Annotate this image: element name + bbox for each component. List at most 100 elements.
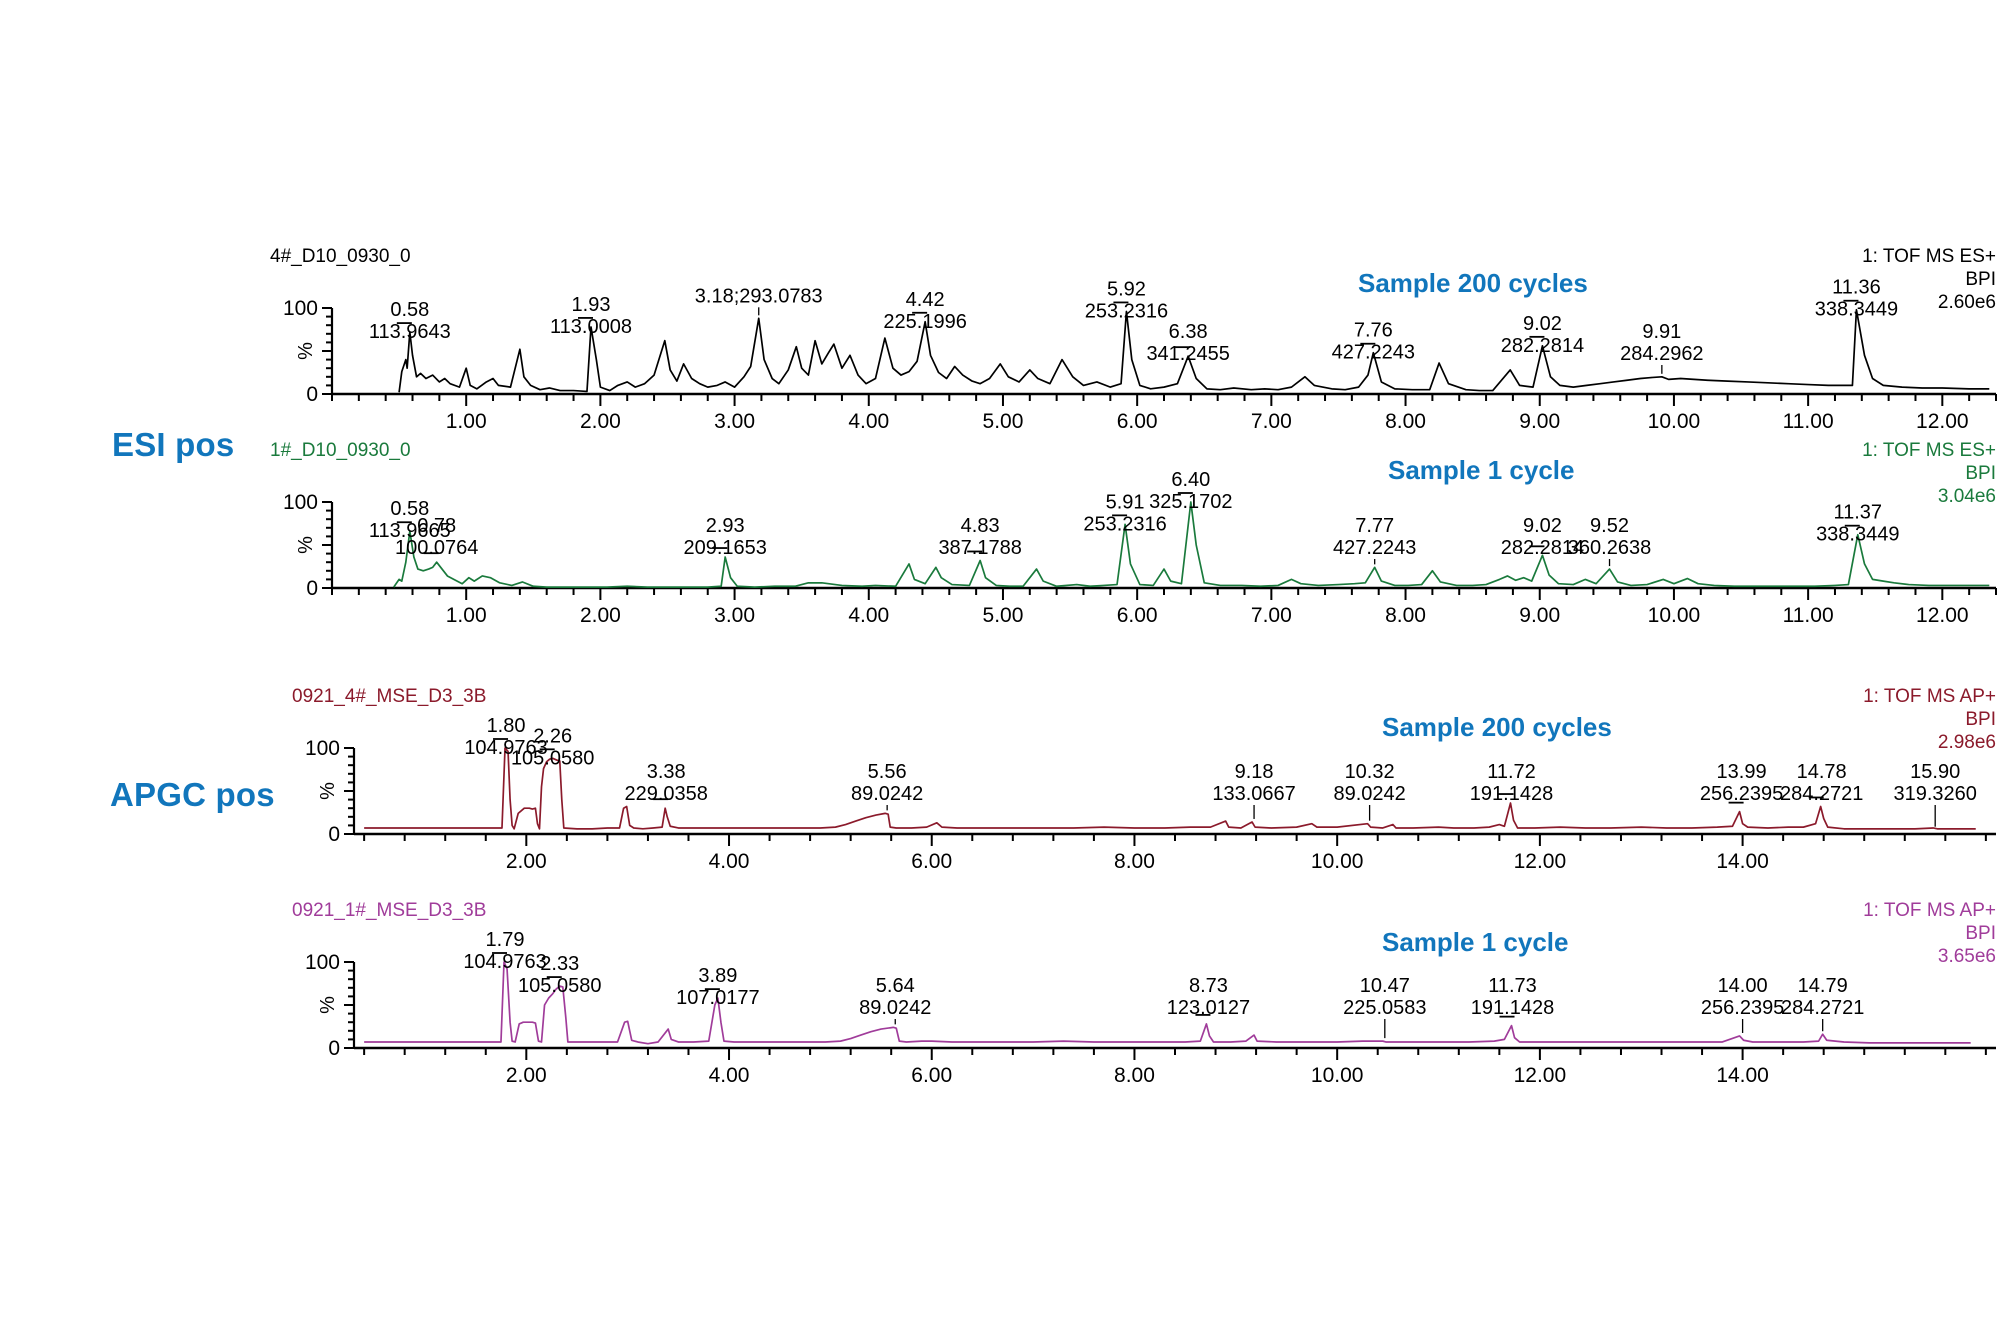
peak-mz-value: 113.9665	[369, 520, 451, 542]
peak-mz-value: 253.2316	[1083, 513, 1166, 535]
chromatogram-trace	[364, 747, 1976, 830]
peak-annotation: 3.18;293.0783	[695, 285, 823, 316]
peak-mz-value: 256.2395	[1701, 997, 1784, 1019]
peak-retention-time: 4.83	[961, 515, 1000, 537]
dataset-title: 0921_4#_MSE_D3_3B	[292, 686, 486, 707]
peak-mz-value: 284.2721	[1780, 783, 1863, 805]
x-tick-label: 3.00	[714, 410, 755, 433]
peak-mz-value: 225.0583	[1343, 997, 1426, 1019]
peak-mz-value: 105.0580	[511, 747, 594, 769]
x-tick-label: 1.00	[446, 604, 487, 627]
y-axis-label: %	[295, 342, 317, 360]
peak-mz-value: 325.1702	[1149, 491, 1232, 513]
peak-mz-value: 89.0242	[851, 783, 923, 805]
x-tick-label: 8.00	[1114, 850, 1155, 873]
dataset-title: 4#_D10_0930_0	[270, 246, 411, 267]
peak-retention-time: 8.73	[1189, 975, 1228, 997]
peak-mz-value: 113.0008	[550, 316, 632, 338]
peak-mz-value: 104.9763	[463, 951, 546, 973]
peak-mz-value: 253.2316	[1085, 300, 1168, 322]
peak-retention-time: 5.64	[876, 975, 915, 997]
x-tick-label: 12.00	[1514, 850, 1567, 873]
y-axis-label: %	[317, 996, 339, 1014]
x-tick-label: 5.00	[983, 604, 1024, 627]
peak-retention-time: 11.73	[1488, 975, 1537, 997]
sample-tag-esi-200cycles: Sample 200 cycles	[1358, 268, 1588, 298]
peak-mz-value: 256.2395	[1700, 783, 1783, 805]
x-tick-label: 14.00	[1716, 850, 1769, 873]
peak-mz-value: 341.2455	[1146, 343, 1229, 365]
y-tick-label: 0	[306, 383, 318, 406]
peak-mz-value: 191.1428	[1471, 997, 1554, 1019]
peak-retention-time: 4.42	[906, 289, 945, 311]
peak-retention-time: 6.40	[1171, 469, 1210, 491]
x-tick-label: 6.00	[1117, 604, 1158, 627]
ionization-mode-label-esi: ESI pos	[112, 426, 235, 463]
acquisition-info-line: 2.60e6	[1938, 292, 1996, 313]
acquisition-info-line: BPI	[1965, 923, 1996, 944]
x-tick-label: 2.00	[506, 1064, 547, 1087]
acquisition-info-line: BPI	[1965, 463, 1996, 484]
acquisition-info-line: 1: TOF MS ES+	[1862, 440, 1996, 461]
peak-retention-time: 0.78	[417, 515, 456, 537]
x-tick-label: 4.00	[709, 1064, 750, 1087]
peak-retention-time: 3.38	[647, 761, 686, 783]
x-tick-label: 10.00	[1648, 410, 1701, 433]
peak-retention-time: 14.78	[1797, 761, 1847, 783]
x-tick-label: 8.00	[1385, 410, 1426, 433]
x-tick-label: 4.00	[848, 604, 889, 627]
x-tick-label: 7.00	[1251, 604, 1292, 627]
acquisition-info-line: BPI	[1965, 269, 1996, 290]
x-tick-label: 9.00	[1519, 604, 1560, 627]
acquisition-info-line: 3.04e6	[1938, 486, 1996, 507]
peak-mz-value: 427.2243	[1332, 342, 1415, 364]
peak-retention-time: 5.91	[1106, 491, 1145, 513]
peak-retention-time: 13.99	[1717, 761, 1767, 783]
peak-retention-time: 1.93	[572, 294, 611, 316]
peak-mz-value: 133.0667	[1212, 783, 1295, 805]
y-tick-label: 100	[283, 297, 318, 320]
peak-mz-value: 229.0358	[624, 783, 707, 805]
peak-retention-time: 0.58	[390, 498, 429, 520]
peak-retention-time: 1.79	[486, 929, 525, 951]
x-tick-label: 10.00	[1311, 1064, 1364, 1087]
x-tick-label: 7.00	[1251, 410, 1292, 433]
peak-mz-value: 104.9763	[464, 737, 547, 759]
x-tick-label: 6.00	[911, 1064, 952, 1087]
x-tick-label: 1.00	[446, 410, 487, 433]
peak-mz-value: 284.2721	[1781, 997, 1864, 1019]
x-tick-label: 3.00	[714, 604, 755, 627]
x-tick-label: 2.00	[580, 604, 621, 627]
peak-retention-time: 7.76	[1354, 320, 1393, 342]
peak-mz-value: 338.3449	[1816, 524, 1899, 546]
y-tick-label: 0	[306, 577, 318, 600]
peak-mz-value: 282.2814	[1501, 537, 1584, 559]
y-tick-label: 0	[328, 823, 340, 846]
peak-retention-time: 1.80	[487, 715, 526, 737]
x-tick-label: 11.00	[1783, 604, 1834, 627]
x-tick-label: 8.00	[1114, 1064, 1155, 1087]
x-tick-label: 6.00	[911, 850, 952, 873]
